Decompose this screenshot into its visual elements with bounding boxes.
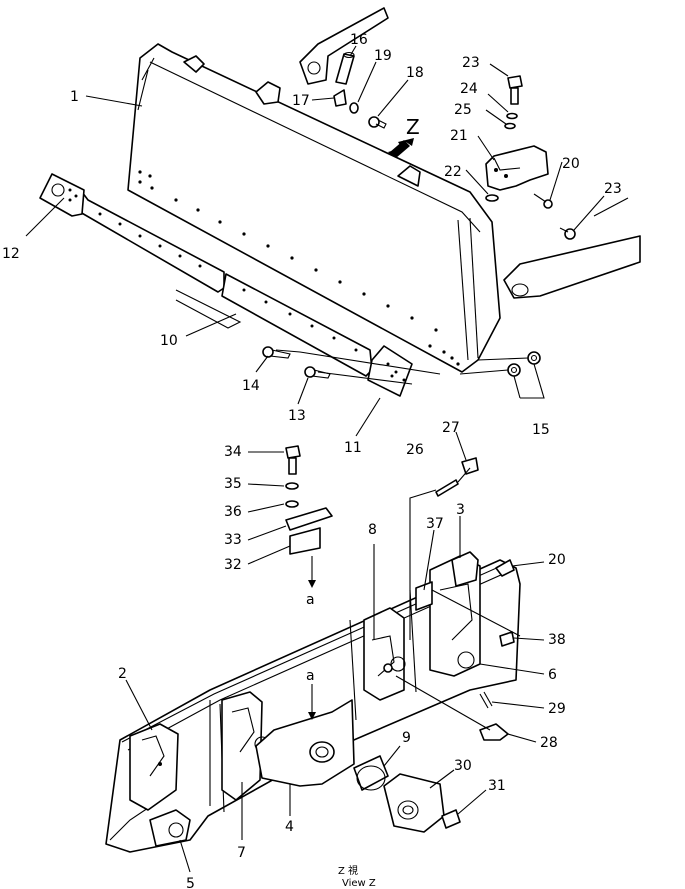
- callout-30: 30: [454, 758, 472, 774]
- svg-text:Z 視: Z 視: [338, 864, 358, 877]
- callout-33: 33: [224, 532, 242, 548]
- plow-bolt-14: [262, 346, 291, 359]
- bracket-7: [221, 691, 270, 801]
- bracket-2: [129, 723, 179, 811]
- callout-37: 37: [426, 516, 444, 532]
- leader-lines: [25, 45, 605, 873]
- callout-38: 38: [548, 632, 566, 648]
- callout-36: 36: [224, 504, 242, 520]
- callout-15: 15: [532, 422, 550, 438]
- plate-33: [285, 507, 333, 531]
- cotter-pin-29: [479, 691, 493, 709]
- plate-37: [415, 581, 433, 611]
- callout-4: 4: [285, 819, 294, 835]
- callout-10: 10: [160, 333, 178, 349]
- callout-numbers: 1 12 10 11 14 13 15 16 17 19 18 23 24 25…: [2, 32, 622, 889]
- bolt-18: [368, 116, 387, 129]
- callout-19: 19: [374, 48, 392, 64]
- grease-fitting-20-top: [533, 193, 553, 209]
- end-bit-right: [367, 345, 413, 397]
- pin-16: [335, 51, 355, 85]
- callout-35: 35: [224, 476, 242, 492]
- bracket-8: [363, 607, 406, 701]
- washer-19: [349, 102, 359, 114]
- callout-24: 24: [460, 81, 478, 97]
- bolt-23-top: [507, 75, 523, 105]
- washer-25: [504, 122, 516, 130]
- callout-20-top: 20: [562, 156, 580, 172]
- callout-8: 8: [368, 522, 377, 538]
- rod-26: [409, 479, 459, 640]
- callout-23-right: 23: [604, 181, 622, 197]
- trunnion-mount-4: [255, 699, 355, 787]
- washer-22: [485, 194, 499, 202]
- callout-1: 1: [70, 89, 79, 105]
- cap-30: [383, 773, 445, 833]
- washer-35: [285, 482, 299, 490]
- callout-32: 32: [224, 557, 242, 573]
- bushing-9: [353, 755, 389, 791]
- callout-12: 12: [2, 246, 20, 262]
- view-z-arrow: Z: [388, 115, 420, 158]
- pin-5: [149, 809, 191, 847]
- bracket-21: [485, 145, 549, 191]
- end-bit-left: [39, 173, 85, 217]
- callout-13: 13: [288, 408, 306, 424]
- callout-23-top: 23: [462, 55, 480, 71]
- view-caption: Z 視 View Z: [338, 864, 376, 889]
- bracket-6: [429, 551, 481, 677]
- callout-2: 2: [118, 666, 127, 682]
- bolt-23-right: [559, 227, 576, 240]
- arm-right: [503, 197, 641, 299]
- washer-36: [285, 500, 299, 508]
- blade-bolt-holes: [138, 170, 460, 366]
- cutting-edge-holes: [98, 212, 358, 352]
- detail-a-marker: a: [306, 668, 316, 720]
- plate-32: [289, 527, 321, 555]
- washer-24: [506, 112, 518, 120]
- callout-7: 7: [237, 845, 246, 861]
- grease-fitting-27: [461, 457, 479, 475]
- blade: [127, 43, 501, 373]
- callout-20-lower: 20: [548, 552, 566, 568]
- arm-upper-left: [299, 7, 389, 85]
- bolt-34: [285, 445, 301, 475]
- callout-31: 31: [488, 778, 506, 794]
- svg-text:View Z: View Z: [342, 878, 376, 889]
- callout-18: 18: [406, 65, 424, 81]
- callout-22: 22: [444, 164, 462, 180]
- callout-21: 21: [450, 128, 468, 144]
- callout-14: 14: [242, 378, 260, 394]
- callout-25: 25: [454, 102, 472, 118]
- callout-28: 28: [540, 735, 558, 751]
- nut-15: [507, 351, 541, 377]
- callout-27: 27: [442, 420, 460, 436]
- callout-3: 3: [456, 502, 465, 518]
- svg-text:a: a: [306, 668, 315, 684]
- callout-34: 34: [224, 444, 242, 460]
- detail-a-origin: a: [306, 556, 316, 608]
- view-z-label: Z: [406, 115, 420, 139]
- callout-17: 17: [292, 93, 310, 109]
- callout-26: 26: [406, 442, 424, 458]
- callout-16: 16: [350, 32, 368, 48]
- callout-29: 29: [548, 701, 566, 717]
- callout-6: 6: [548, 667, 557, 683]
- callout-9: 9: [402, 730, 411, 746]
- grease-fitting-20-lower: [495, 559, 515, 577]
- pin-stopper-17: [333, 89, 347, 107]
- bolt-38: [499, 631, 515, 647]
- grease-fitting-31: [441, 809, 461, 829]
- svg-text:a: a: [306, 592, 315, 608]
- callout-5: 5: [186, 876, 195, 889]
- callout-11: 11: [344, 440, 362, 456]
